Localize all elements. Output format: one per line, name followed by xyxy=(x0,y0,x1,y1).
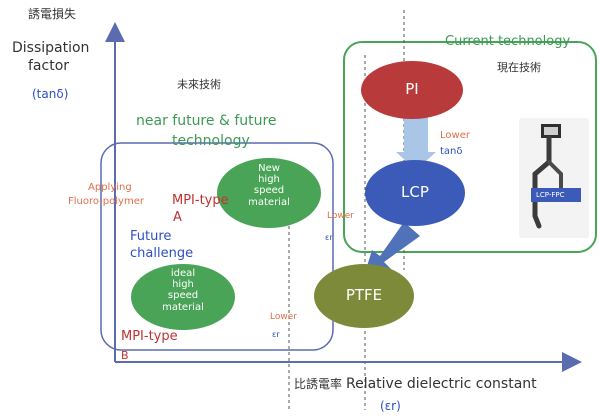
applying-label-line1: Applying xyxy=(88,182,132,193)
y-axis-symbol: (tanδ) xyxy=(32,87,69,101)
mpi-type-b-line2: B xyxy=(121,349,129,362)
lower-tand-line2: tanδ xyxy=(440,146,463,157)
applying-label-line2: Fluoro-polymer xyxy=(68,196,144,207)
ideal-material-line2: high xyxy=(172,279,194,291)
y-axis-label-line1: Dissipation xyxy=(12,40,90,56)
lcp-fpc-photo: LCP-FPC xyxy=(519,118,589,238)
lower-er-bottom-line1: Lower xyxy=(270,312,297,322)
y-axis-label-line2: factor xyxy=(28,58,70,74)
x-axis-label-jp: 比誘電率 xyxy=(294,377,343,391)
lcp-label: LCP xyxy=(401,183,429,201)
ptfe-ellipse xyxy=(314,264,414,328)
ptfe-label: PTFE xyxy=(345,286,383,304)
current-technology-title-jp: 現在技術 xyxy=(497,61,541,74)
future-challenge-line2: challenge xyxy=(130,246,194,261)
ideal-material-line3: speed xyxy=(167,290,199,302)
future-technology-region xyxy=(100,142,334,351)
ideal-material-ellipse xyxy=(131,264,235,330)
ideal-material-label: ideal high speed material xyxy=(154,268,212,313)
new-material-line3: speed xyxy=(253,185,285,197)
lcp-fpc-drawing xyxy=(531,124,581,229)
future-technology-title-line1: near future & future xyxy=(136,113,277,129)
lcp-fpc-caption: LCP-FPC xyxy=(536,191,565,199)
lower-er-mid-line1: Lower xyxy=(327,211,354,221)
new-material-line2: high xyxy=(258,174,280,186)
x-axis-label-en: Relative dielectric constant xyxy=(346,376,537,392)
new-material-label: New high speed material xyxy=(240,163,298,208)
lower-tand-line1: Lower xyxy=(440,130,470,141)
x-axis-symbol: (εr) xyxy=(380,399,401,413)
pi-to-lcp-arrow xyxy=(396,115,436,170)
future-technology-title-line2: technology xyxy=(172,133,250,149)
current-technology-title: Current technology xyxy=(445,34,571,49)
ideal-material-line4: material xyxy=(162,301,204,313)
lcp-ellipse xyxy=(365,160,465,226)
ideal-material-line1: ideal xyxy=(170,268,196,279)
lower-er-mid-line2: εr xyxy=(325,233,333,242)
new-material-line4: material xyxy=(248,196,290,208)
mpi-type-a-line1: MPI-type xyxy=(172,193,229,208)
pi-label: PI xyxy=(405,80,419,98)
mpi-type-b-line1: MPI-type xyxy=(121,329,178,344)
future-technology-title-jp: 未來技術 xyxy=(177,78,221,91)
pi-ellipse xyxy=(361,61,463,119)
new-material-line1: New xyxy=(258,163,280,174)
lower-er-bottom-line2: εr xyxy=(272,330,280,339)
new-material-ellipse xyxy=(217,158,321,228)
current-technology-region xyxy=(343,41,597,253)
lcp-to-ptfe-arrow xyxy=(364,222,420,276)
future-challenge-line1: Future xyxy=(130,229,172,244)
mpi-type-a-line2: A xyxy=(173,210,182,225)
y-axis-label-jp: 誘電損失 xyxy=(28,7,77,21)
